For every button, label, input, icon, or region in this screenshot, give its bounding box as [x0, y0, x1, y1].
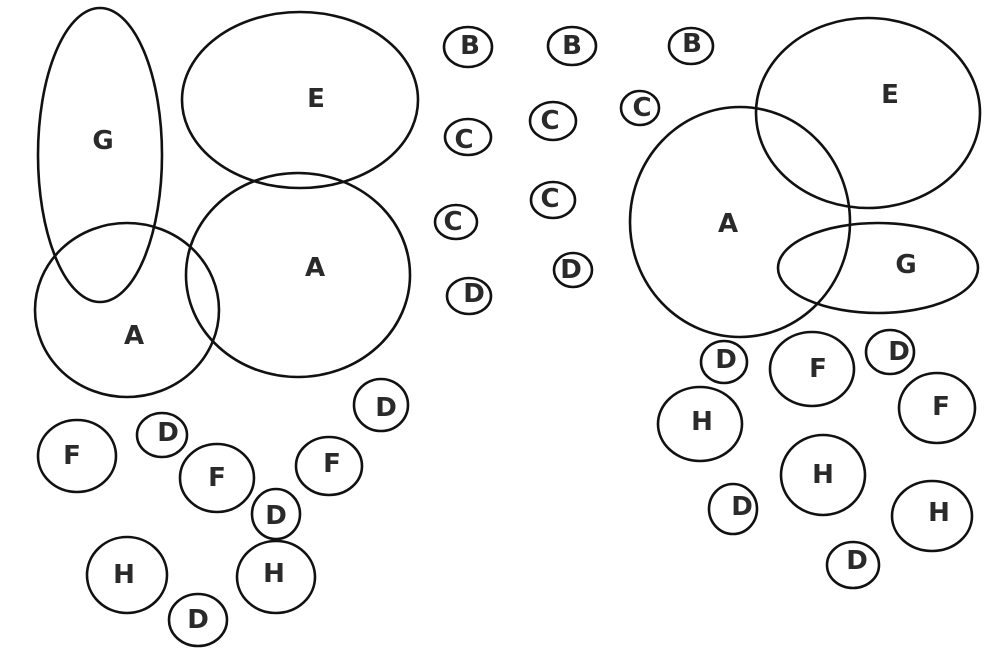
label-d: D: [463, 279, 485, 309]
label-c: C: [540, 106, 559, 136]
label-h: H: [691, 407, 713, 437]
region-g: [776, 221, 980, 315]
circle-d: [167, 592, 229, 648]
label-g: G: [895, 250, 916, 280]
left-group-regions: G E A A: [33, 6, 420, 399]
label-f: F: [63, 441, 81, 471]
circle-b: [667, 26, 715, 66]
label-b: B: [460, 31, 480, 61]
label-f: F: [323, 449, 341, 479]
circle-d: [552, 251, 594, 289]
region-a: [33, 221, 221, 399]
circle-d: [352, 377, 410, 433]
label-b: B: [682, 29, 702, 59]
label-d: D: [157, 418, 179, 448]
label-c: C: [540, 184, 559, 214]
label-a: A: [124, 321, 144, 351]
circle-c: [443, 117, 493, 157]
circle-f: [36, 418, 118, 494]
label-e: E: [307, 84, 325, 114]
circle-d: [135, 411, 189, 459]
label-c: C: [443, 207, 462, 237]
circle-f: [897, 371, 977, 445]
circle-d: [825, 540, 881, 590]
label-f: F: [932, 392, 950, 422]
circle-f: [768, 330, 856, 408]
label-c: C: [632, 93, 651, 123]
circle-d: [699, 339, 749, 385]
circle-c: [619, 89, 661, 127]
label-a: A: [718, 209, 738, 239]
region-a: [628, 105, 852, 339]
circle-c: [529, 180, 577, 220]
circle-h: [779, 433, 867, 517]
circle-d: [250, 487, 302, 541]
circle-d: [707, 482, 759, 536]
label-h: H: [812, 460, 834, 490]
label-f: F: [809, 354, 827, 384]
region-e: [180, 10, 420, 190]
circle-h: [235, 539, 317, 615]
circle-c: [528, 100, 578, 142]
circle-c: [433, 203, 479, 241]
region-g: [36, 6, 164, 304]
label-d: D: [731, 492, 753, 522]
right-group-regions: A E G: [628, 16, 982, 339]
label-d: D: [846, 546, 868, 576]
circle-h: [890, 479, 974, 553]
circle-d: [864, 328, 916, 376]
label-b: B: [562, 31, 582, 61]
label-c: C: [454, 125, 473, 155]
label-e: E: [881, 80, 899, 110]
label-g: G: [92, 126, 113, 156]
label-h: H: [113, 560, 135, 590]
circle-b: [546, 25, 598, 67]
region-e: [754, 16, 982, 210]
label-d: D: [187, 605, 209, 635]
circle-f: [178, 442, 256, 514]
label-f: F: [208, 463, 226, 493]
label-a: A: [305, 253, 325, 283]
label-d: D: [888, 337, 910, 367]
label-h: H: [928, 498, 950, 528]
label-h: H: [263, 559, 285, 589]
circle-d: [445, 276, 493, 316]
label-d: D: [560, 255, 582, 285]
circle-h: [85, 535, 169, 615]
label-d: D: [715, 345, 737, 375]
label-d: D: [375, 393, 397, 423]
circle-b: [442, 25, 494, 69]
circle-f: [294, 435, 364, 497]
region-a: [184, 171, 412, 379]
label-d: D: [265, 501, 287, 531]
circle-h: [656, 385, 744, 463]
middle-group-circles: B B B C C C C C D D: [433, 25, 715, 316]
